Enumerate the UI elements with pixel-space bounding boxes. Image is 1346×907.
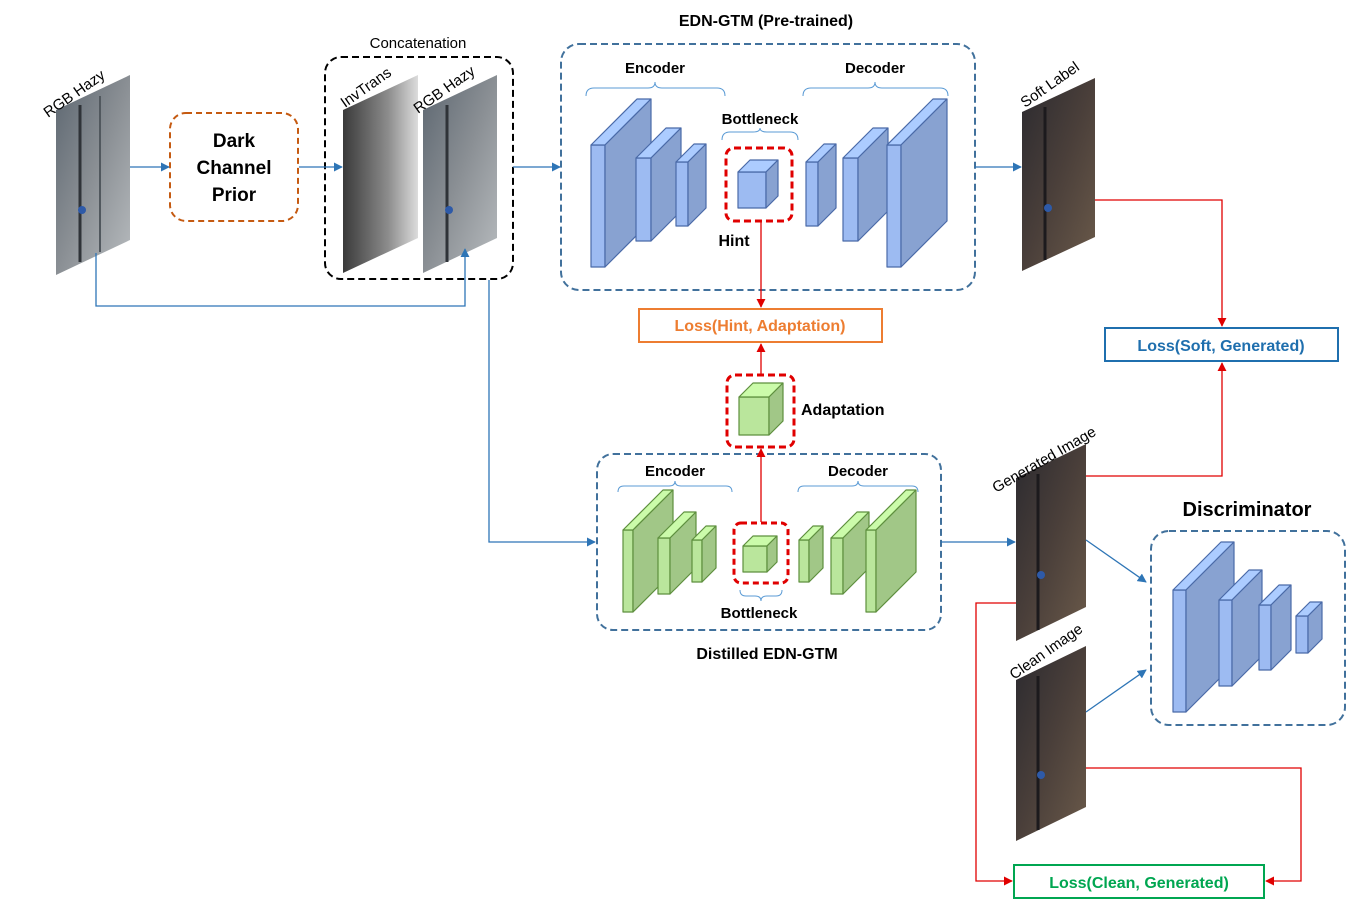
rgb-hazy-input-image bbox=[56, 75, 130, 275]
discriminator-layer-2 bbox=[1218, 569, 1263, 687]
student-decoder-layer-1 bbox=[798, 525, 824, 583]
rgb-hazy-concat-image bbox=[423, 75, 497, 273]
dcp-line2: Channel bbox=[197, 158, 272, 179]
concatenation-box bbox=[324, 56, 514, 280]
student-encoder-brace bbox=[617, 480, 733, 493]
discriminator-layer-3 bbox=[1258, 584, 1292, 671]
loss-clean-generated-label: Loss(Clean, Generated) bbox=[1049, 875, 1229, 892]
student-blocks bbox=[622, 489, 917, 613]
student-encoder-label: Encoder bbox=[645, 463, 705, 480]
invtrans-image bbox=[343, 75, 418, 273]
teacher-decoder-layer-2 bbox=[842, 127, 889, 242]
student-decoder-layer-3 bbox=[865, 489, 917, 613]
dcp-line1: Dark bbox=[213, 131, 256, 152]
teacher-decoder-brace bbox=[802, 81, 949, 97]
student-decoder-layer-2 bbox=[830, 511, 870, 595]
teacher-title: EDN-GTM (Pre-trained) bbox=[679, 13, 853, 30]
teacher-blocks bbox=[590, 98, 948, 268]
teacher-encoder-label: Encoder bbox=[625, 60, 685, 77]
student-bottleneck-cube bbox=[742, 535, 778, 573]
hint-highlight-box bbox=[724, 146, 794, 223]
adaptation-block bbox=[738, 382, 784, 436]
arrow-clean-to-discriminator bbox=[1085, 669, 1147, 713]
loss-soft-generated-label: Loss(Soft, Generated) bbox=[1137, 338, 1304, 355]
student-decoder-label: Decoder bbox=[828, 463, 888, 480]
adaptation-highlight-box bbox=[725, 373, 796, 449]
arrow-hazy-to-concat bbox=[95, 248, 470, 307]
student-encoder-layer-3 bbox=[691, 525, 717, 583]
adaptation-label: Adaptation bbox=[801, 402, 885, 419]
teacher-bottleneck-label: Bottleneck bbox=[722, 111, 799, 128]
discriminator-blocks bbox=[1172, 541, 1323, 713]
dcp-line3: Prior bbox=[212, 185, 257, 206]
arrow-soft-to-loss bbox=[1095, 199, 1227, 327]
teacher-encoder-layer-2 bbox=[635, 127, 682, 242]
teacher-bottleneck-brace bbox=[721, 127, 799, 141]
clean-image bbox=[1016, 646, 1086, 841]
student-bottleneck-label: Bottleneck bbox=[721, 605, 798, 622]
connectors bbox=[95, 162, 1302, 886]
loss-hint-adaptation-label: Loss(Hint, Adaptation) bbox=[675, 318, 846, 335]
dark-channel-prior-box bbox=[169, 112, 299, 222]
teacher-encoder-layer-3 bbox=[675, 143, 707, 227]
teacher-encoder-brace bbox=[585, 81, 726, 97]
generated-image bbox=[1016, 444, 1086, 641]
arrow-generated-to-clean-loss bbox=[975, 602, 1016, 886]
adaptation-cube bbox=[738, 382, 784, 436]
soft-label-image bbox=[1022, 78, 1095, 271]
arrow-clean-to-clean-loss bbox=[1086, 767, 1302, 886]
loss-clean-generated-box bbox=[1013, 864, 1265, 899]
arrow-generated-to-soft-loss bbox=[1086, 362, 1227, 477]
hint-label: Hint bbox=[718, 233, 750, 250]
student-bottleneck-highlight-box bbox=[732, 521, 790, 585]
student-encoder-layer-2 bbox=[657, 511, 697, 595]
student-title: Distilled EDN-GTM bbox=[696, 646, 837, 663]
discriminator-title: Discriminator bbox=[1183, 499, 1312, 521]
concatenation-label: Concatenation bbox=[370, 35, 467, 52]
arrow-generated-to-discriminator bbox=[1085, 539, 1147, 583]
student-decoder-brace bbox=[797, 480, 919, 493]
discriminator-box bbox=[1150, 530, 1346, 726]
teacher-decoder-layer-3 bbox=[886, 98, 948, 268]
loss-soft-generated-box bbox=[1104, 327, 1339, 362]
discriminator-layer-4 bbox=[1295, 601, 1323, 654]
loss-hint-adaptation-box bbox=[638, 308, 883, 343]
teacher-decoder-layer-1 bbox=[805, 143, 837, 227]
arrow-concat-to-student bbox=[488, 280, 596, 547]
teacher-bottleneck-cube bbox=[737, 159, 779, 209]
teacher-decoder-label: Decoder bbox=[845, 60, 905, 77]
student-bottleneck-brace bbox=[739, 589, 783, 602]
